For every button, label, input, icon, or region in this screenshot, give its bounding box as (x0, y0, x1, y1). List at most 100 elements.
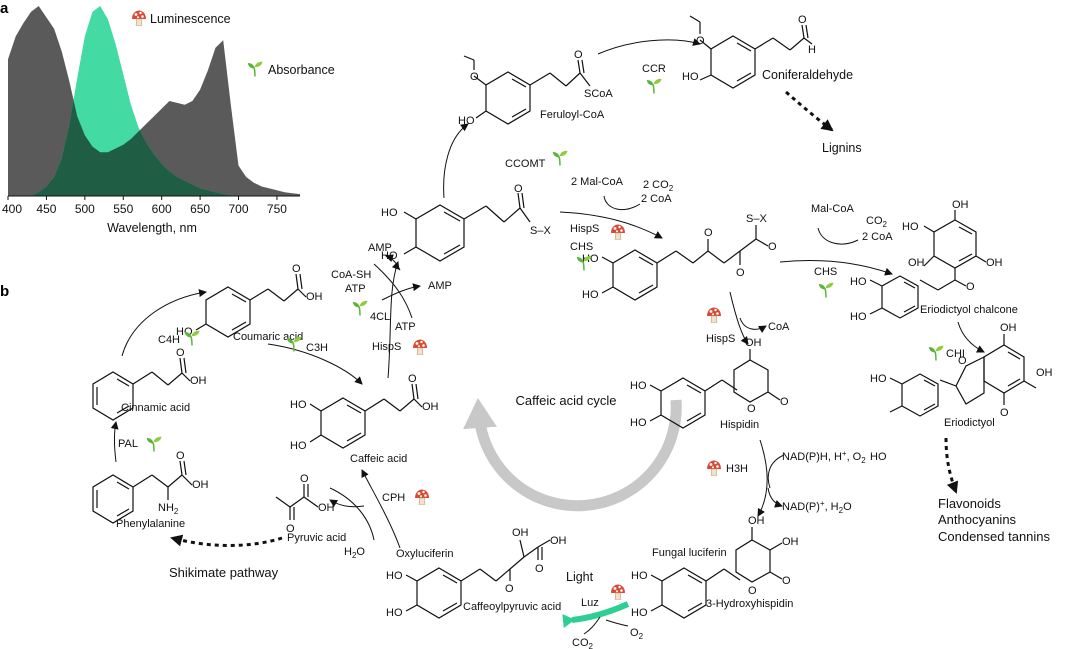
cinnamic-acid: O OH Cinnamic acid (92, 347, 207, 421)
atom-HO: HO (386, 570, 403, 582)
atom-O: O (747, 403, 756, 415)
atom-O: O (696, 35, 705, 47)
enzyme-c3h: C3H (306, 342, 328, 354)
cofactor-water: H2O (344, 546, 365, 560)
enzyme-hisps-left: HispS (372, 341, 401, 353)
cofactor-amp-right: AMP (428, 280, 452, 292)
atom-OH: OH (748, 515, 765, 527)
plant-icon (928, 345, 944, 361)
x-tick-label: 450 (36, 202, 56, 216)
end-product-flavonoids: Flavonoids (938, 496, 1001, 511)
atom-O: O (782, 575, 791, 587)
atom-OH: OH (1036, 367, 1053, 379)
atom-S-X: S–X (530, 225, 551, 237)
enzyme-h3h: H3H (726, 463, 748, 475)
atom-HO: HO (582, 253, 599, 265)
atom-O: O (798, 14, 807, 26)
panel-label-a: a (0, 0, 9, 17)
enzyme-c4h: C4H (158, 334, 180, 346)
atom-O: O (505, 583, 514, 595)
mushroom-icon (610, 224, 626, 240)
atom-OH: OH (952, 199, 969, 211)
enzyme-chs-top: CHS (570, 241, 593, 253)
atom-O: O (958, 355, 967, 367)
plant-icon (247, 61, 263, 77)
cofactor-atp-bottom: ATP (395, 321, 416, 333)
coniferaldehyde: O H O HO Coniferaldehyde (682, 14, 853, 89)
atom-O: O (966, 281, 975, 293)
atom-HO: HO (870, 373, 887, 385)
plant-icon (146, 436, 162, 452)
enzyme-ccomt: CCOMT (505, 158, 546, 170)
enzyme-cph: CPH (382, 492, 405, 504)
coumaric-acid: O OH HO Coumaric acid (176, 263, 323, 343)
atom-HO: HO (290, 399, 307, 411)
x-tick-label: 500 (75, 202, 95, 216)
cofactor-coa-sh: CoA-SH (331, 269, 371, 281)
compound-hispidin: Hispidin (720, 419, 759, 431)
legend-luminescence-label: Luminescence (150, 12, 231, 26)
mushroom-icon (706, 307, 722, 323)
atom-O: O (748, 585, 757, 597)
atom-O: O (704, 227, 713, 239)
cofactor-co2: CO2 (866, 215, 888, 229)
x-tick-label: 550 (113, 202, 133, 216)
plant-icon (818, 282, 834, 298)
atom-OH: OH (550, 535, 567, 547)
panel-label-b: b (0, 283, 9, 300)
mushroom-icon (610, 584, 626, 600)
atom-HO: HO (902, 221, 919, 233)
legend-absorbance-label: Absorbance (268, 63, 335, 77)
atom-NH2: NH2 (158, 502, 179, 516)
x-axis-label: Wavelength, nm (107, 221, 197, 235)
atom-HO: HO (630, 417, 647, 429)
hispidin: OH O O HO HO Hispidin (630, 337, 789, 431)
atom-OH: OH (986, 257, 1003, 269)
compound-caffeoylpyruvic-acid: Caffeoylpyruvic acid (463, 601, 561, 613)
atom-O: O (535, 563, 544, 575)
atom-HO: HO (850, 311, 867, 323)
atom-OH: OH (190, 375, 207, 387)
enzyme-hisps-top: HispS (570, 223, 599, 235)
caffeic-acid-cycle: Caffeic acid cycle (463, 393, 682, 512)
atom-OH: OH (908, 257, 925, 269)
caffeoylpyruvic-acid: O OH O OH HO HO Oxyluciferin Caffeoylpyr… (386, 527, 567, 619)
atom-O: O (1000, 407, 1009, 419)
atom-OH: OH (318, 502, 335, 514)
atom-O: O (286, 523, 295, 535)
atom-HO: HO (386, 607, 403, 619)
enzyme-pal: PAL (118, 438, 138, 450)
atom-O: O (736, 267, 745, 279)
cofactor-atp-top: ATP (345, 283, 366, 295)
cofactor-mal-coa: Mal-CoA (811, 203, 854, 215)
cofactor-o2-light: O2 (630, 627, 644, 641)
compound-phenylalanine: Phenylalanine (116, 518, 185, 530)
atom-HO: HO (630, 380, 647, 392)
x-tick-label: 750 (267, 202, 287, 216)
compound-eriodictyol-chalcone: Eriodictyol chalcone (920, 304, 1018, 316)
atom-O: O (574, 49, 583, 61)
end-product-condensed-tannins: Condensed tannins (938, 529, 1051, 544)
atom-OH: OH (782, 536, 799, 548)
compound-eriodictyol: Eriodictyol (944, 417, 995, 429)
atom-OH: OH (512, 527, 529, 539)
enzyme-4cl: 4CL (370, 311, 390, 323)
atom-HO: HO (850, 276, 867, 288)
x-tick-label: 650 (190, 202, 210, 216)
phenylalanine: O OH NH2 Phenylalanine (92, 450, 209, 530)
atom-SCoA: SCoA (584, 88, 613, 100)
atom-HO: HO (381, 207, 398, 219)
enzyme-chs-right: CHS (814, 266, 837, 278)
atom-HO: HO (290, 440, 307, 452)
caffeoyl-thioester: O S–X HO HO (381, 183, 551, 262)
atom-O: O (780, 396, 789, 408)
compound-coniferaldehyde: Coniferaldehyde (762, 68, 853, 82)
cofactor-2-co2: 2 CO2 (643, 179, 674, 193)
end-product-shikimate: Shikimate pathway (169, 565, 279, 580)
x-tick-label: 700 (229, 202, 249, 216)
compound-oxyluciferin: Oxyluciferin (396, 548, 453, 560)
atom-OH: OH (745, 337, 762, 349)
